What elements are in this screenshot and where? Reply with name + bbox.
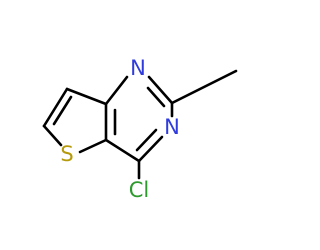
bond-c6-c7-inner [52,95,73,126]
atom-s-label: S [60,142,73,166]
bond-c4-c4a [104,138,141,163]
bond-c6-c7 [42,87,69,128]
atom-labels-group: N N S Cl [60,56,180,202]
molecule-structure: N N S Cl [42,56,238,202]
atom-n3-label: N [164,115,180,139]
bond-n3-c4-inner [135,128,158,152]
bond-s-c6 [42,124,63,147]
atom-cl-label: Cl [129,178,150,202]
bond-c4a-s [78,138,108,154]
bond-n3-c4 [137,135,164,163]
bond-c7a-n1 [104,75,129,106]
bond-c2-methyl [170,69,238,105]
bond-n1-c2-inner [146,86,166,108]
atom-n1-label: N [130,56,146,80]
bonds-group [42,69,238,180]
bond-n1-c2 [147,75,174,105]
bond-c7-c7a [65,87,108,106]
